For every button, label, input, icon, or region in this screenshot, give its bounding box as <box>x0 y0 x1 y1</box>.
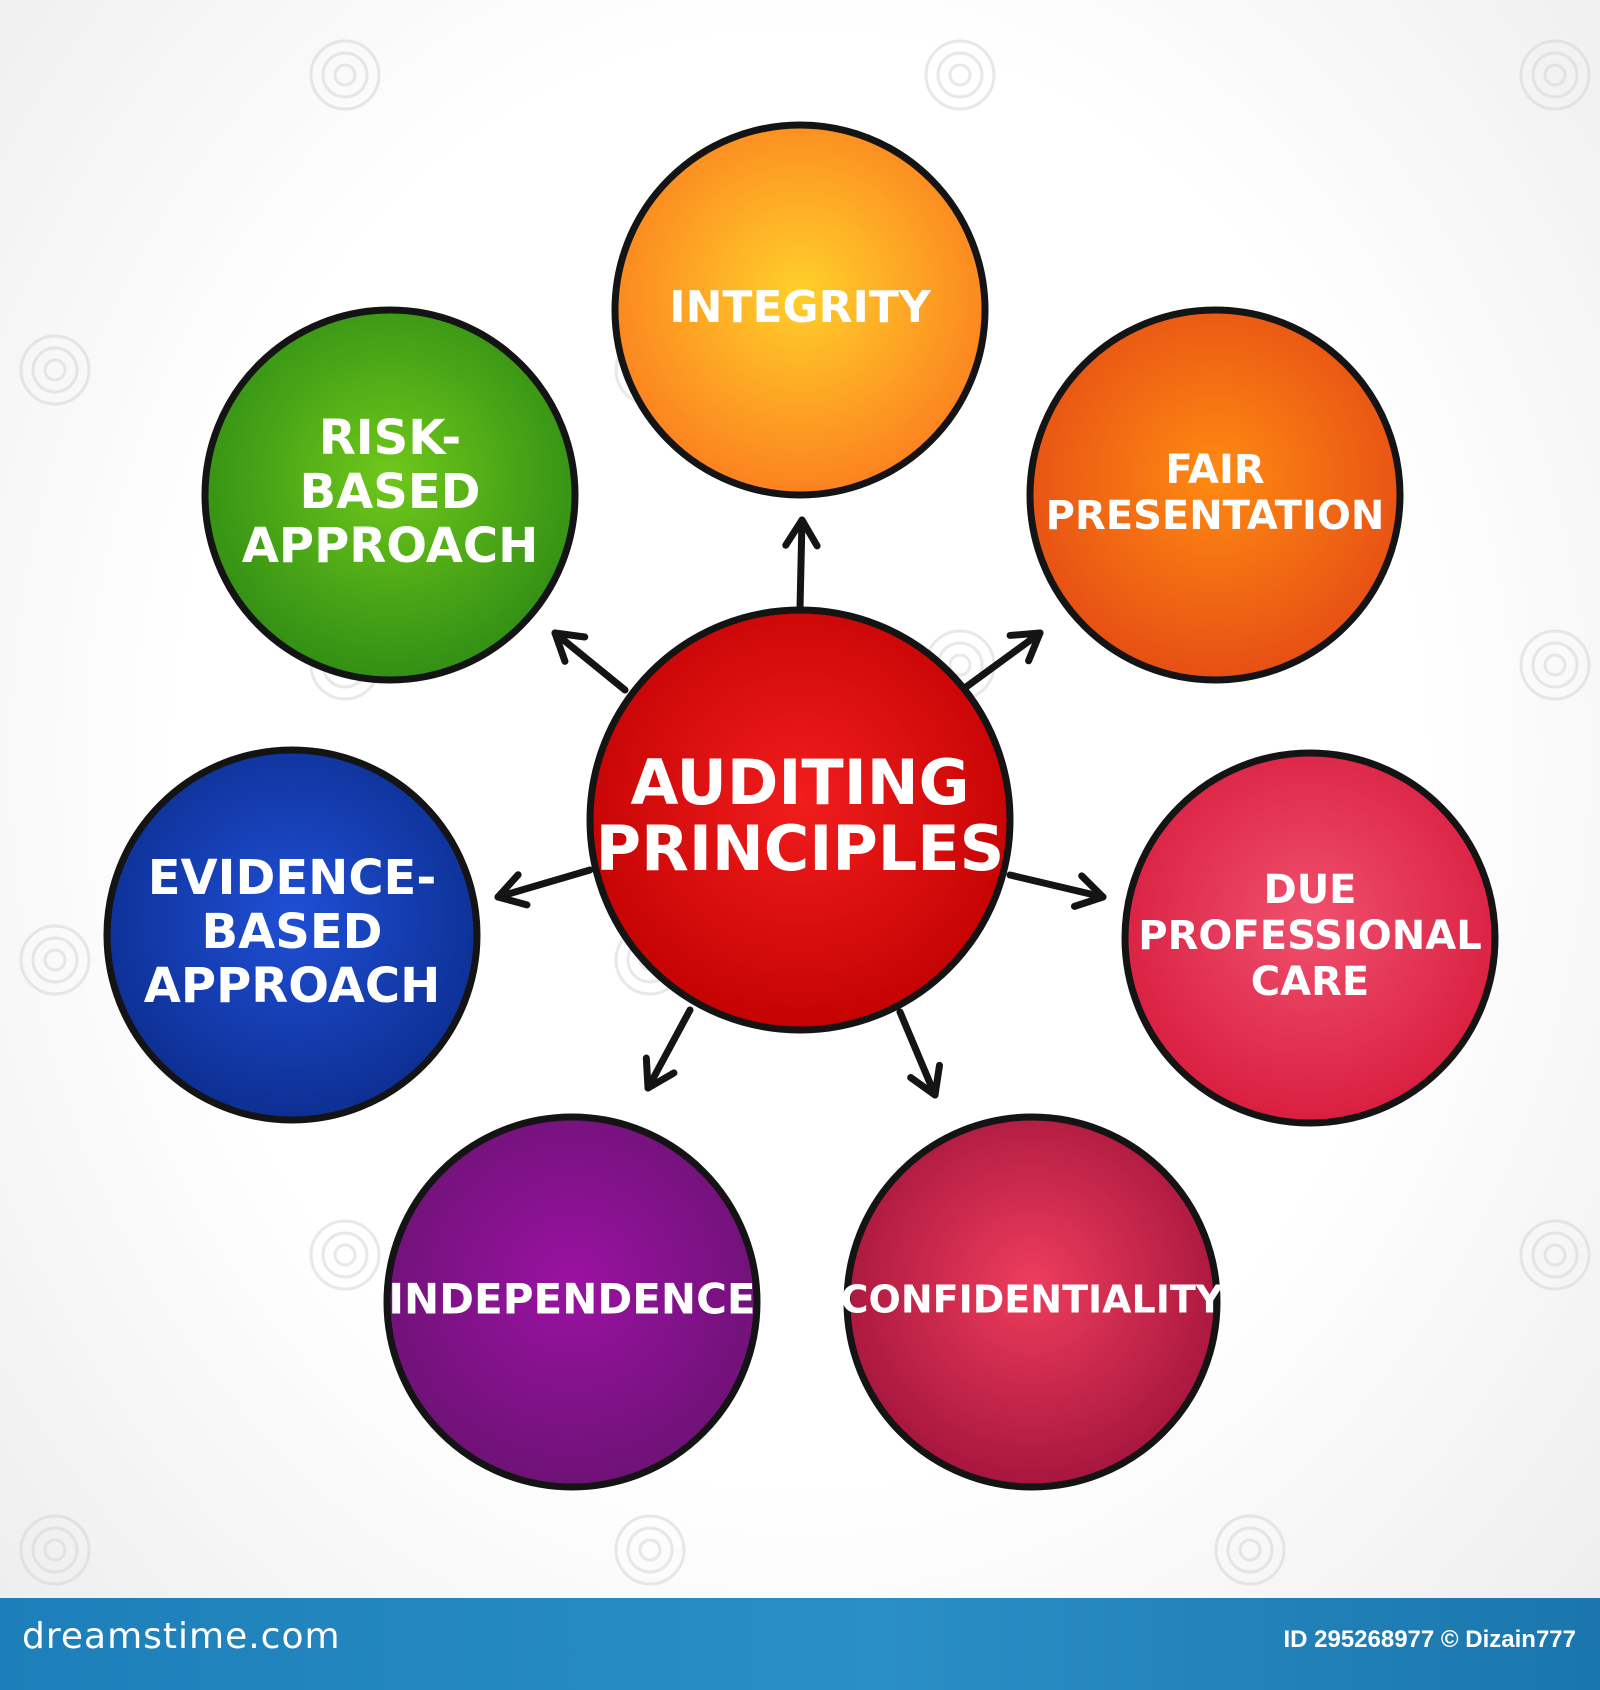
footer-credit-text: ID 295268977 © Dizain777 <box>1283 1626 1576 1653</box>
node-label: BASED <box>300 464 481 520</box>
watermark-spiral-icon <box>19 334 91 406</box>
node-circle <box>1026 306 1404 684</box>
node-independence: INDEPENDENCE <box>383 1113 761 1491</box>
watermark-spiral-icon <box>309 1219 381 1291</box>
node-circle <box>1121 749 1499 1127</box>
node-confidentiality: CONFIDENTIALITY <box>841 1113 1224 1491</box>
node-circle <box>843 1113 1221 1491</box>
arrow-to-confidentiality <box>896 1008 944 1099</box>
node-circle <box>383 1113 761 1491</box>
watermark-spiral-icon <box>1519 629 1591 701</box>
arrow-to-integrity <box>782 516 821 612</box>
watermark-spiral-icon <box>924 39 996 111</box>
node-label: INDEPENDENCE <box>388 1275 755 1324</box>
center-node-label: PRINCIPLES <box>596 812 1005 885</box>
node-label: PROFESSIONAL <box>1138 913 1481 959</box>
watermark-spiral-icon <box>1214 1514 1286 1586</box>
watermark-spiral-icon <box>614 1514 686 1586</box>
node-label: FAIR <box>1165 447 1264 493</box>
node-label: APPROACH <box>242 518 539 574</box>
arrow-to-fair-presentation <box>958 629 1044 694</box>
node-circle <box>201 306 579 684</box>
arrow-layer <box>494 516 1107 1099</box>
node-label: DUE <box>1263 867 1356 913</box>
node-label: INTEGRITY <box>669 282 932 333</box>
watermark-spiral-icon <box>19 924 91 996</box>
node-label: APPROACH <box>144 958 441 1014</box>
node-label: CONFIDENTIALITY <box>841 1278 1224 1322</box>
node-label: BASED <box>202 904 383 960</box>
arrow-to-risk-based-approach <box>551 629 629 694</box>
watermark-spiral-icon <box>19 1514 91 1586</box>
node-label: RISK- <box>319 410 461 466</box>
node-label: EVIDENCE- <box>148 850 437 906</box>
node-integrity: INTEGRITY <box>611 121 989 499</box>
arrow-to-evidence-based-approach <box>494 866 594 909</box>
node-label: CARE <box>1251 959 1369 1005</box>
arrow-to-independence <box>642 1006 694 1092</box>
center-node-circle <box>586 606 1014 1034</box>
watermark-spiral-icon <box>1519 1219 1591 1291</box>
node-label: PRESENTATION <box>1046 493 1385 539</box>
footer-brand-text[interactable]: dreamstime.com <box>22 1616 341 1657</box>
watermark-spiral-icon <box>309 39 381 111</box>
watermark-spiral-icon <box>1519 39 1591 111</box>
footer-bar: dreamstime.com ID 295268977 © Dizain777 <box>0 1598 1600 1690</box>
node-circle <box>103 746 481 1124</box>
node-circle <box>611 121 989 499</box>
center-node-label: AUDITING <box>630 746 969 819</box>
arrow-to-due-professional-care <box>1006 871 1107 910</box>
